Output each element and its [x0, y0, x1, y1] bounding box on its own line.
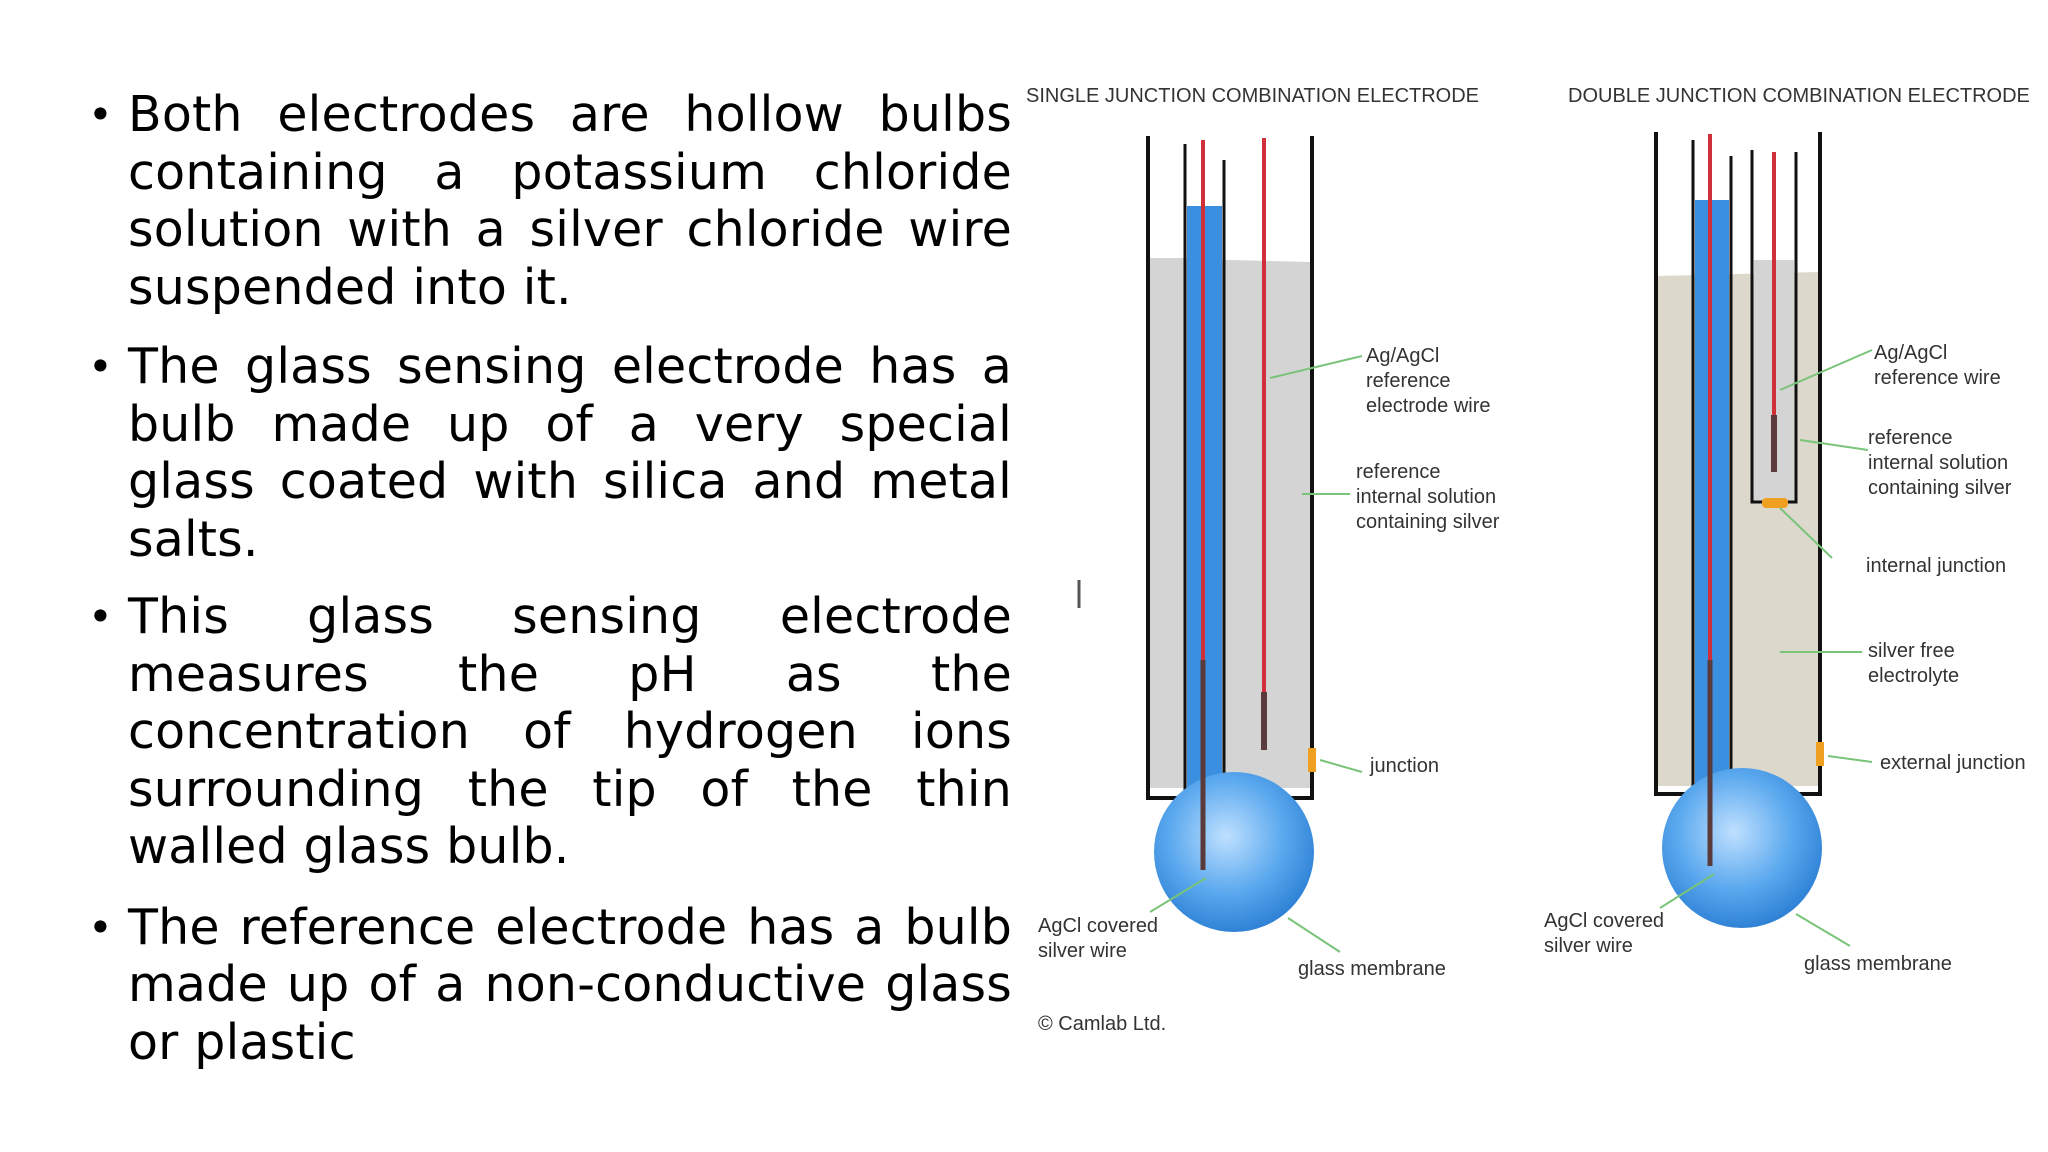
double-leader-ref-solution: [1799, 439, 1869, 451]
bullet-list: • Both electrodes are hollow bulbs contai…: [88, 86, 1012, 1093]
single-agcl-label: AgCl covered silver wire: [1038, 915, 1164, 962]
bullet-dot: •: [88, 342, 113, 391]
double-leader-internal-junction: [1779, 507, 1833, 559]
single-ref-solution-label: reference internal solution containing s…: [1356, 461, 1502, 533]
double-external-junction-plug: [1816, 742, 1824, 766]
double-ref-wire-line-2: reference wire: [1874, 367, 2001, 389]
bullet-text: Both electrodes are hollow bulbs contain…: [128, 86, 1012, 316]
double-junction-electrode: DOUBLE JUNCTION COMBINATION ELECTRODE: [1544, 85, 2030, 975]
double-ref-solution-line-2: internal solution: [1868, 452, 2008, 474]
single-ref-solution-line-2: internal solution: [1356, 486, 1496, 508]
bullet-dot: •: [88, 592, 113, 641]
single-junction-electrode: SINGLE JUNCTION COMBINATION ELECTRODE: [1026, 85, 1502, 980]
single-leader-agcl: [1149, 877, 1207, 913]
single-electrolyte-left: [1150, 258, 1190, 788]
single-ref-solution-line-1: reference: [1356, 461, 1441, 483]
single-agcl-line-1: AgCl covered: [1038, 915, 1158, 937]
double-silver-free-line-1: silver free: [1868, 640, 1955, 662]
bullet-text: The reference electrode has a bulb made …: [128, 898, 1012, 1071]
double-leader-external-junction: [1827, 755, 1873, 763]
single-junction-label: junction: [1369, 755, 1439, 777]
single-membrane-label: glass membrane: [1298, 958, 1446, 980]
copyright-text: © Camlab Ltd.: [1038, 1013, 1166, 1035]
single-ref-solution-line-3: containing silver: [1356, 511, 1500, 533]
single-electrolyte: [1150, 258, 1310, 788]
bullet-dot: •: [88, 902, 113, 952]
double-ref-solution-label: reference internal solution containing s…: [1868, 427, 2014, 499]
double-agcl-label: AgCl covered silver wire: [1544, 910, 1670, 957]
single-ref-wire-label: Ag/AgCl reference electrode wire: [1366, 345, 1491, 417]
single-ref-wire-line-2: reference: [1366, 370, 1451, 392]
single-agcl-line-2: silver wire: [1038, 940, 1127, 962]
single-leader-junction: [1319, 759, 1363, 773]
bullet-item: • The reference electrode has a bulb made…: [88, 899, 1012, 1072]
bullet-item: • The glass sensing electrode has a bulb …: [88, 338, 1012, 568]
single-ref-wire-line-3: electrode wire: [1366, 395, 1491, 417]
double-ref-wire-line-1: Ag/AgCl: [1874, 342, 1947, 364]
double-glass-bulb: [1662, 768, 1822, 928]
bullet-item: • Both electrodes are hollow bulbs contai…: [88, 86, 1012, 316]
double-leader-membrane: [1795, 913, 1851, 947]
single-leader-ref-wire: [1269, 355, 1363, 379]
double-leader-agcl: [1659, 873, 1715, 909]
double-external-junction-label: external junction: [1880, 752, 2026, 774]
double-ref-solution-line-3: containing silver: [1868, 477, 2012, 499]
single-ref-wire-line-1: Ag/AgCl: [1366, 345, 1439, 367]
single-leader-membrane: [1287, 917, 1341, 953]
bullet-text: The glass sensing electrode has a bulb m…: [128, 338, 1012, 568]
single-junction-title: SINGLE JUNCTION COMBINATION ELECTRODE: [1026, 85, 1479, 107]
bullet-dot: •: [88, 90, 113, 139]
double-leader-ref-wire: [1779, 349, 1873, 391]
single-junction-plug: [1308, 748, 1316, 772]
double-agcl-line-2: silver wire: [1544, 935, 1633, 957]
double-internal-junction-label: internal junction: [1866, 555, 2006, 577]
double-silver-free-label: silver free electrolyte: [1868, 640, 1960, 687]
double-membrane-label: glass membrane: [1804, 953, 1952, 975]
double-silver-free-line-2: electrolyte: [1868, 665, 1959, 687]
double-internal-junction-plug: [1762, 498, 1788, 508]
bullet-text: This glass sensing electrode measures th…: [128, 588, 1012, 875]
electrode-diagram: SINGLE JUNCTION COMBINATION ELECTRODE: [1010, 60, 2048, 1060]
electrode-diagram-svg: SINGLE JUNCTION COMBINATION ELECTRODE: [1026, 85, 2030, 1035]
double-ref-wire-label: Ag/AgCl reference wire: [1874, 342, 2001, 389]
double-ref-solution-line-1: reference: [1868, 427, 1953, 449]
single-glass-bulb: [1154, 772, 1314, 932]
double-agcl-line-1: AgCl covered: [1544, 910, 1664, 932]
bullet-item: • This glass sensing electrode measures t…: [88, 588, 1012, 876]
double-junction-title: DOUBLE JUNCTION COMBINATION ELECTRODE: [1568, 85, 2030, 107]
